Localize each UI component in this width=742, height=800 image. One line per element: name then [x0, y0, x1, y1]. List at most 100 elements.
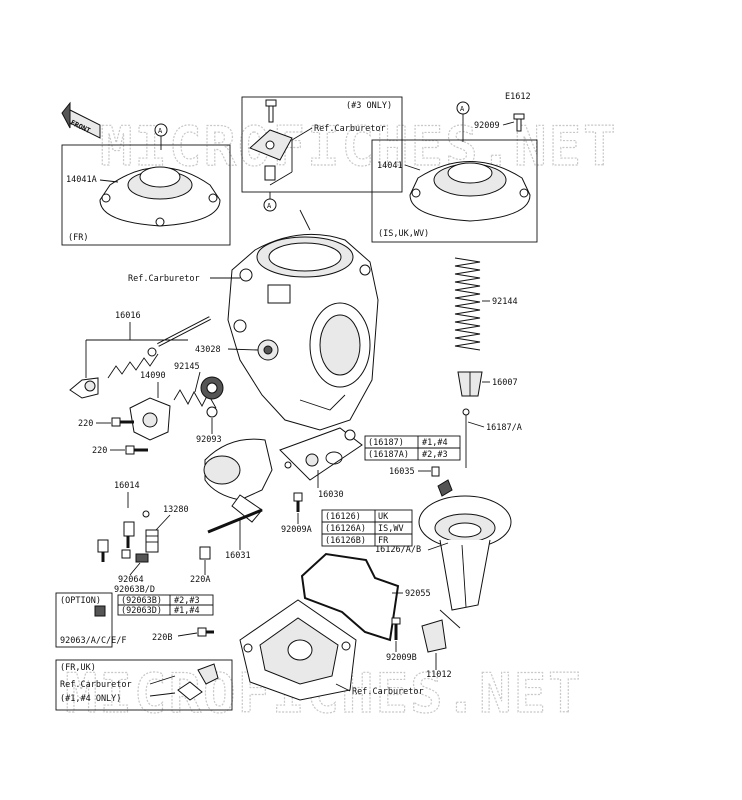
- part-13280: 13280: [163, 505, 189, 515]
- table-16126: (16126) UK (16126A) IS,WV (16126B) FR: [321, 509, 413, 547]
- part-220B: 220B: [152, 633, 172, 643]
- intake-elbow-icon: [203, 438, 273, 523]
- watermark-top: MICROFICHES.NET: [100, 115, 618, 178]
- part-92063BD: 92063B/D: [114, 585, 155, 595]
- ref-carburetor-bottom: Ref.Carburetor: [352, 687, 424, 697]
- main-jet-option-icon: [94, 605, 106, 617]
- pilot-jets-icon: [97, 510, 150, 562]
- diaphragm-cover-right: [409, 161, 531, 222]
- needle-holder-16007-icon: [457, 371, 483, 397]
- carburetor-body-icon: [227, 209, 379, 431]
- t16187-r0c0: (16187): [368, 438, 404, 448]
- screw-220a-icon: [111, 417, 134, 427]
- plug-11012-icon: [421, 609, 461, 653]
- t16126-r1c0: (16126A): [325, 524, 366, 534]
- spring-92144-icon: [454, 257, 481, 351]
- screw-92009B-icon: [391, 617, 401, 640]
- table-16187: (16187) #1,#4 (16187A) #2,#3: [364, 435, 461, 461]
- t16187-r1c0: (16187A): [368, 450, 409, 460]
- front-arrow-icon: FRONT: [61, 101, 101, 139]
- part-43028: 43028: [195, 345, 221, 355]
- t16126-r0c1: UK: [378, 512, 389, 522]
- spacer-icon: [264, 165, 276, 181]
- part-92064: 92064: [118, 575, 144, 585]
- t92063-r1c1: #1,#4: [174, 606, 200, 616]
- t16126-r1c1: IS,WV: [378, 524, 404, 534]
- ref-carburetor-body: Ref.Carburetor: [128, 274, 200, 284]
- t16187-r1c1: #2,#3: [422, 450, 448, 460]
- part-16014: 16014: [114, 481, 140, 491]
- part-92144: 92144: [492, 297, 518, 307]
- screw-16035-icon: [431, 466, 440, 477]
- callout-a-label: A: [158, 127, 163, 135]
- part-16035: 16035: [389, 467, 415, 477]
- part-16126AB: 16126/A/B: [375, 545, 421, 555]
- ref-carburetor-fruk: Ref.Carburetor: [60, 680, 132, 690]
- callout-a-center-label: A: [267, 202, 272, 210]
- part-92009A: 92009A: [281, 525, 312, 535]
- part-16007: 16007: [492, 378, 518, 388]
- bracket-icon: [249, 129, 293, 161]
- screw-220b-icon: [125, 445, 148, 455]
- part-16031: 16031: [225, 551, 251, 561]
- vacuum-piston-icon: [418, 479, 512, 611]
- box-fr-note: (FR): [68, 233, 88, 243]
- t16126-r0c0: (16126): [325, 512, 361, 522]
- float-bowl-icon: [239, 599, 357, 701]
- part-92063ACEF: 92063/A/C/E/F: [60, 636, 127, 646]
- t16126-r2c0: (16126B): [325, 536, 366, 546]
- part-220A: 220A: [190, 575, 210, 585]
- part-14090: 14090: [140, 371, 166, 381]
- box-option: [55, 592, 113, 648]
- washer-92093-icon: [206, 406, 218, 418]
- part-16187A: 16187/A: [486, 423, 522, 433]
- main-jet-92064-icon: [135, 553, 149, 563]
- t92063-r0c1: #2,#3: [174, 596, 200, 606]
- lever-cover-icon: [129, 397, 171, 441]
- screw-92009-icon: [513, 113, 525, 132]
- jet-needle-icon: [462, 408, 470, 468]
- part-14041A: 14041A: [66, 175, 97, 185]
- gear-icon: [200, 376, 224, 400]
- part-92145: 92145: [174, 362, 200, 372]
- part-14041: 14041: [377, 161, 403, 171]
- t92063-r1c0: (92063D): [121, 606, 162, 616]
- t16126-r2c1: FR: [378, 536, 389, 546]
- part-16030: 16030: [318, 490, 344, 500]
- pin-16031-icon: [207, 508, 263, 534]
- gasket-92055-icon: [300, 552, 400, 642]
- part-16016: 16016: [115, 311, 141, 321]
- table-92063: (92063B) #2,#3 (92063D) #1,#4: [117, 594, 214, 616]
- needle-jet-13280-icon: [145, 529, 159, 553]
- screw-220B-icon: [197, 627, 214, 637]
- ref-carburetor-top: Ref.Carburetor: [314, 124, 386, 134]
- diaphragm-cover-left: [99, 166, 221, 227]
- screw-220A-icon: [199, 546, 211, 560]
- part-92093: 92093: [196, 435, 222, 445]
- cover-16030-icon: [279, 427, 363, 481]
- box-is-uk-wv-note: (IS,UK,WV): [378, 229, 429, 239]
- diagram-code: E1612: [505, 92, 531, 102]
- screw-92009A-icon: [293, 492, 303, 512]
- box-fr-uk-note: (FR,UK): [60, 663, 96, 673]
- part-92055: 92055: [405, 589, 431, 599]
- box-fr: [61, 144, 231, 246]
- callout-a-right-label: A: [460, 105, 465, 113]
- part-92009B: 92009B: [386, 653, 417, 663]
- screw-icon: [265, 99, 277, 123]
- part-11012: 11012: [426, 670, 452, 680]
- box-is-uk-wv: [371, 139, 538, 243]
- part-220b: 220: [92, 446, 107, 456]
- throttle-shaft-icon: [69, 316, 211, 399]
- box-3-only-note: (#3 ONLY): [346, 101, 392, 111]
- box-option-note: (OPTION): [60, 596, 101, 606]
- t16187-r0c1: #1,#4: [422, 438, 448, 448]
- part-220a: 220: [78, 419, 93, 429]
- box-3-only: [241, 96, 403, 193]
- box-fr-uk: [55, 659, 233, 711]
- bracket-fruk-icon: [177, 663, 219, 701]
- part-92009-top: 92009: [474, 121, 500, 131]
- box-fr-uk-sub: (#1,#4 ONLY): [60, 694, 121, 704]
- t92063-r0c0: (92063B): [121, 596, 162, 606]
